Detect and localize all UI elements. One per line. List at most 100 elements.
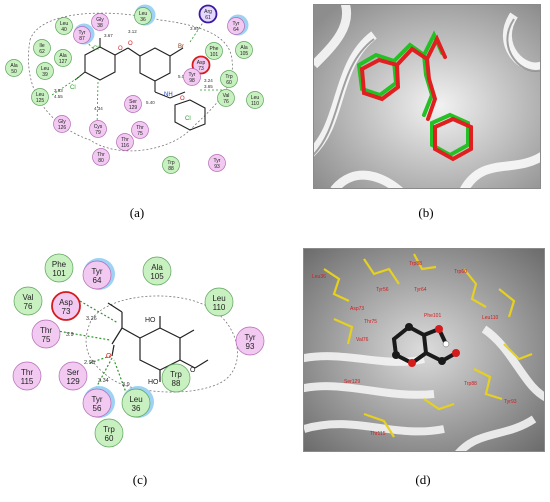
residue-name: Ser (129, 99, 137, 105)
residue-number: 60 (226, 80, 232, 86)
residue-disc (134, 7, 152, 25)
caption-a: (a) (129, 205, 145, 220)
residue-trp-88: Trp88 (162, 156, 180, 174)
residue-disc (217, 89, 235, 107)
residue-thr-75: Thr75 (31, 319, 61, 349)
atom-label-ome: O (190, 367, 196, 374)
residue-disc (205, 42, 223, 60)
residue-disc (31, 319, 61, 349)
residue-name: Tyr (79, 30, 86, 36)
residue-label: Tyr93 (504, 399, 517, 405)
residue-name: Ala (151, 263, 163, 272)
atom-label-o3: O (180, 96, 185, 102)
residue-phe-101: Phe101 (44, 253, 74, 283)
contact-lines-c (51, 300, 129, 399)
distance-label: 3.65 (204, 84, 213, 89)
residue-disc (44, 253, 74, 283)
residue-label: Thr75 (364, 319, 378, 325)
residue-asp-73: Asp73 (51, 291, 81, 321)
residue-name: Leu (139, 11, 148, 17)
residue-number: 93 (214, 164, 220, 170)
panel-a-interaction-diagram: Cl Cl Cl Br O O NH O 3.67 3.12 3.94 4.07… (5, 4, 264, 174)
residue-number: 62 (39, 49, 45, 55)
residue-number: 56 (93, 404, 102, 413)
distance-label: 3.67 (104, 33, 113, 38)
residue-disc (204, 287, 234, 317)
residue-name: Trp (170, 370, 182, 379)
residue-ser-129: Ser129 (58, 361, 88, 391)
binding-site-render-d (304, 249, 544, 451)
atom-label-nh: NH (164, 92, 173, 98)
residue-disc (162, 156, 180, 174)
residue-number: 38 (97, 23, 103, 29)
residue-label: Tyr56 (376, 287, 389, 293)
residue-disc (116, 133, 134, 151)
residue-disc (82, 260, 112, 290)
protein-surface-render-b (314, 5, 540, 188)
residue-number: 40 (61, 27, 67, 33)
residue-number: 129 (66, 377, 80, 386)
residue-name: Leu (36, 92, 45, 98)
residue-name: Leu (129, 395, 142, 404)
residue-label: Trp88 (464, 381, 477, 387)
residue-disc (54, 49, 72, 67)
residue-tyr-93: Tyr93 (208, 154, 226, 172)
residue-label: Val76 (356, 337, 369, 343)
residue-disc (220, 70, 238, 88)
residue-label: Thr115 (370, 431, 386, 437)
residue-name: Tyr (189, 72, 196, 78)
residue-disc (33, 39, 51, 57)
caption-b: (b) (418, 205, 434, 220)
residue-disc (124, 95, 142, 113)
residue-name: Thr (136, 125, 144, 131)
residue-disc (31, 88, 49, 106)
residue-thr-115: Thr115 (12, 361, 42, 391)
residue-number: 39 (42, 72, 48, 78)
residue-disc (91, 13, 109, 31)
residue-number: 93 (246, 342, 255, 351)
residue-name: Cys (94, 124, 103, 130)
residue-disc (142, 256, 172, 286)
residue-number: 73 (198, 66, 204, 72)
residue-disc (58, 361, 88, 391)
ligand-ball-stick (391, 323, 460, 367)
residue-name: Tyr (233, 21, 240, 27)
residue-name: Ala (59, 53, 66, 59)
residue-name: Ser (67, 368, 80, 377)
residue-name: Ile (39, 43, 45, 49)
residue-asp-73: Asp73 (191, 55, 211, 75)
atom-label-ho1: HO (145, 317, 156, 324)
residue-trp-88: Trp88 (161, 363, 191, 393)
residue-trp-60: Trp60 (220, 70, 238, 88)
residue-number: 50 (11, 69, 17, 75)
residue-disc (183, 68, 201, 86)
residue-label: Leu110 (482, 315, 499, 321)
residue-name: Asp (197, 60, 206, 66)
ribbon-strands-d (304, 325, 544, 451)
residue-tyr-93: Tyr93 (235, 326, 265, 356)
residue-number: 36 (140, 17, 146, 23)
residue-name: Val (223, 93, 230, 99)
residue-name: Thr (97, 152, 105, 158)
residue-disc (89, 120, 107, 138)
residue-name: Leu (60, 21, 69, 27)
distance-label: 3.53 (54, 88, 63, 93)
residue-number: 36 (132, 404, 141, 413)
ribbon-shadow (314, 18, 540, 156)
residue-thr-75: Thr75 (131, 121, 149, 139)
residue-label: Ser129 (344, 379, 361, 385)
residue-name: Tyr (214, 158, 221, 164)
residue-disc (227, 17, 245, 35)
atom-label-br: Br (178, 44, 184, 50)
atom-label-cl2: Cl (70, 85, 76, 91)
panel-b-render (313, 4, 541, 189)
residue-name: Trp (225, 74, 233, 80)
